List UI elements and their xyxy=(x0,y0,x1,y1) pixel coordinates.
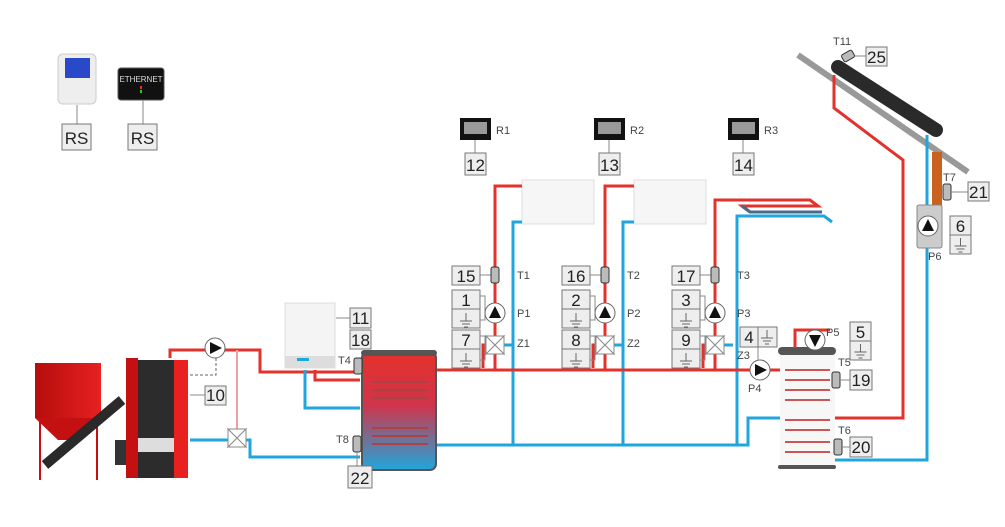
mixing-valve-icon xyxy=(595,335,615,355)
ethernet-module: ETHERNET RS xyxy=(117,67,165,151)
valve-label: Z2 xyxy=(627,338,640,350)
temperature-sensor-icon xyxy=(490,266,500,284)
solar-collector: T11 25 T7 21 P6 6 xyxy=(796,36,990,462)
thermostat-terminal: 14 xyxy=(734,156,753,175)
mixing-valve-icon xyxy=(227,428,247,448)
valve-label: Z3 xyxy=(737,350,750,362)
p5-pump-icon xyxy=(804,329,826,351)
t8-label: T8 xyxy=(336,434,349,446)
radiator-2 xyxy=(633,179,707,225)
thermostat-label: R2 xyxy=(630,125,644,137)
p6-label: P6 xyxy=(928,251,941,263)
thermostat-terminal: 13 xyxy=(600,156,619,175)
sensor-terminal: 17 xyxy=(677,267,696,286)
valve-terminal: 8 xyxy=(571,331,580,350)
room-thermostat-3: R3 14 xyxy=(728,118,778,176)
room-thermostat-2: R2 13 xyxy=(594,118,644,176)
t6-terminal: 20 xyxy=(852,438,871,457)
thermostat-label: R1 xyxy=(496,125,510,137)
pump-terminal: 2 xyxy=(571,291,580,310)
dhw-tank: P5 5 T5 19 T6 20 xyxy=(778,321,873,469)
thermostat-label: R3 xyxy=(764,125,778,137)
valve-label: Z1 xyxy=(517,338,530,350)
pump-terminal: 1 xyxy=(461,291,470,310)
boiler-pump-icon xyxy=(204,337,226,359)
t11-terminal: 25 xyxy=(867,48,886,67)
p6-pump-icon xyxy=(917,215,939,237)
svg-text:ETHERNET: ETHERNET xyxy=(119,75,162,84)
t4-label: T4 xyxy=(338,355,351,367)
t7-terminal: 21 xyxy=(969,183,988,202)
p4-terminal: 4 xyxy=(744,328,753,347)
pump-label: P3 xyxy=(737,308,750,320)
t7-label: T7 xyxy=(943,172,956,184)
gas-boiler-terminal: 11 xyxy=(352,309,370,328)
pump-icon xyxy=(704,302,726,324)
p4-label: P4 xyxy=(748,383,761,395)
valve-terminal: 9 xyxy=(681,331,690,350)
pellet-boiler: 10 xyxy=(35,358,227,480)
room-thermostat-1: R1 12 xyxy=(460,118,510,176)
p4-pump-icon xyxy=(749,359,771,381)
ethernet-rs-label: RS xyxy=(131,129,155,148)
buffer-top-terminal: 18 xyxy=(351,331,370,350)
valve-terminal: 7 xyxy=(461,331,470,350)
sensor-terminal: 16 xyxy=(567,267,586,286)
t5-terminal: 19 xyxy=(852,371,871,390)
p5-terminal: 5 xyxy=(856,323,865,342)
t8-sensor-icon xyxy=(352,435,362,453)
t11-label: T11 xyxy=(833,36,851,48)
p5-label: P5 xyxy=(826,327,839,339)
sensor-label: T1 xyxy=(517,270,530,282)
thermostat-terminal: 12 xyxy=(466,156,485,175)
temperature-sensor-icon xyxy=(600,266,610,284)
pump-icon xyxy=(594,302,616,324)
t5-label: T5 xyxy=(838,357,851,369)
sensor-label: T3 xyxy=(737,270,750,282)
rs-port-label: RS xyxy=(65,129,89,148)
floor-heating xyxy=(713,198,833,445)
sensor-label: T2 xyxy=(627,270,640,282)
sensor-terminal: 15 xyxy=(457,267,476,286)
pump-label: P1 xyxy=(517,308,530,320)
buffer-tank: 18 T4 T8 22 xyxy=(336,329,437,489)
t6-label: T6 xyxy=(838,425,851,437)
radiator-1 xyxy=(521,179,595,225)
boiler-terminal: 10 xyxy=(206,386,225,405)
p6-terminal: 6 xyxy=(956,217,965,236)
controller-device: RS xyxy=(57,53,97,151)
buffer-bottom-terminal: 22 xyxy=(351,469,370,488)
mixing-valve-icon xyxy=(485,335,505,355)
pump-icon xyxy=(484,302,506,324)
pump-terminal: 3 xyxy=(681,291,690,310)
mixing-valve-icon xyxy=(705,335,725,355)
pump-label: P2 xyxy=(627,308,640,320)
temperature-sensor-icon xyxy=(710,266,720,284)
t4-sensor-icon xyxy=(353,357,363,375)
gas-boiler: 11 xyxy=(284,302,372,369)
